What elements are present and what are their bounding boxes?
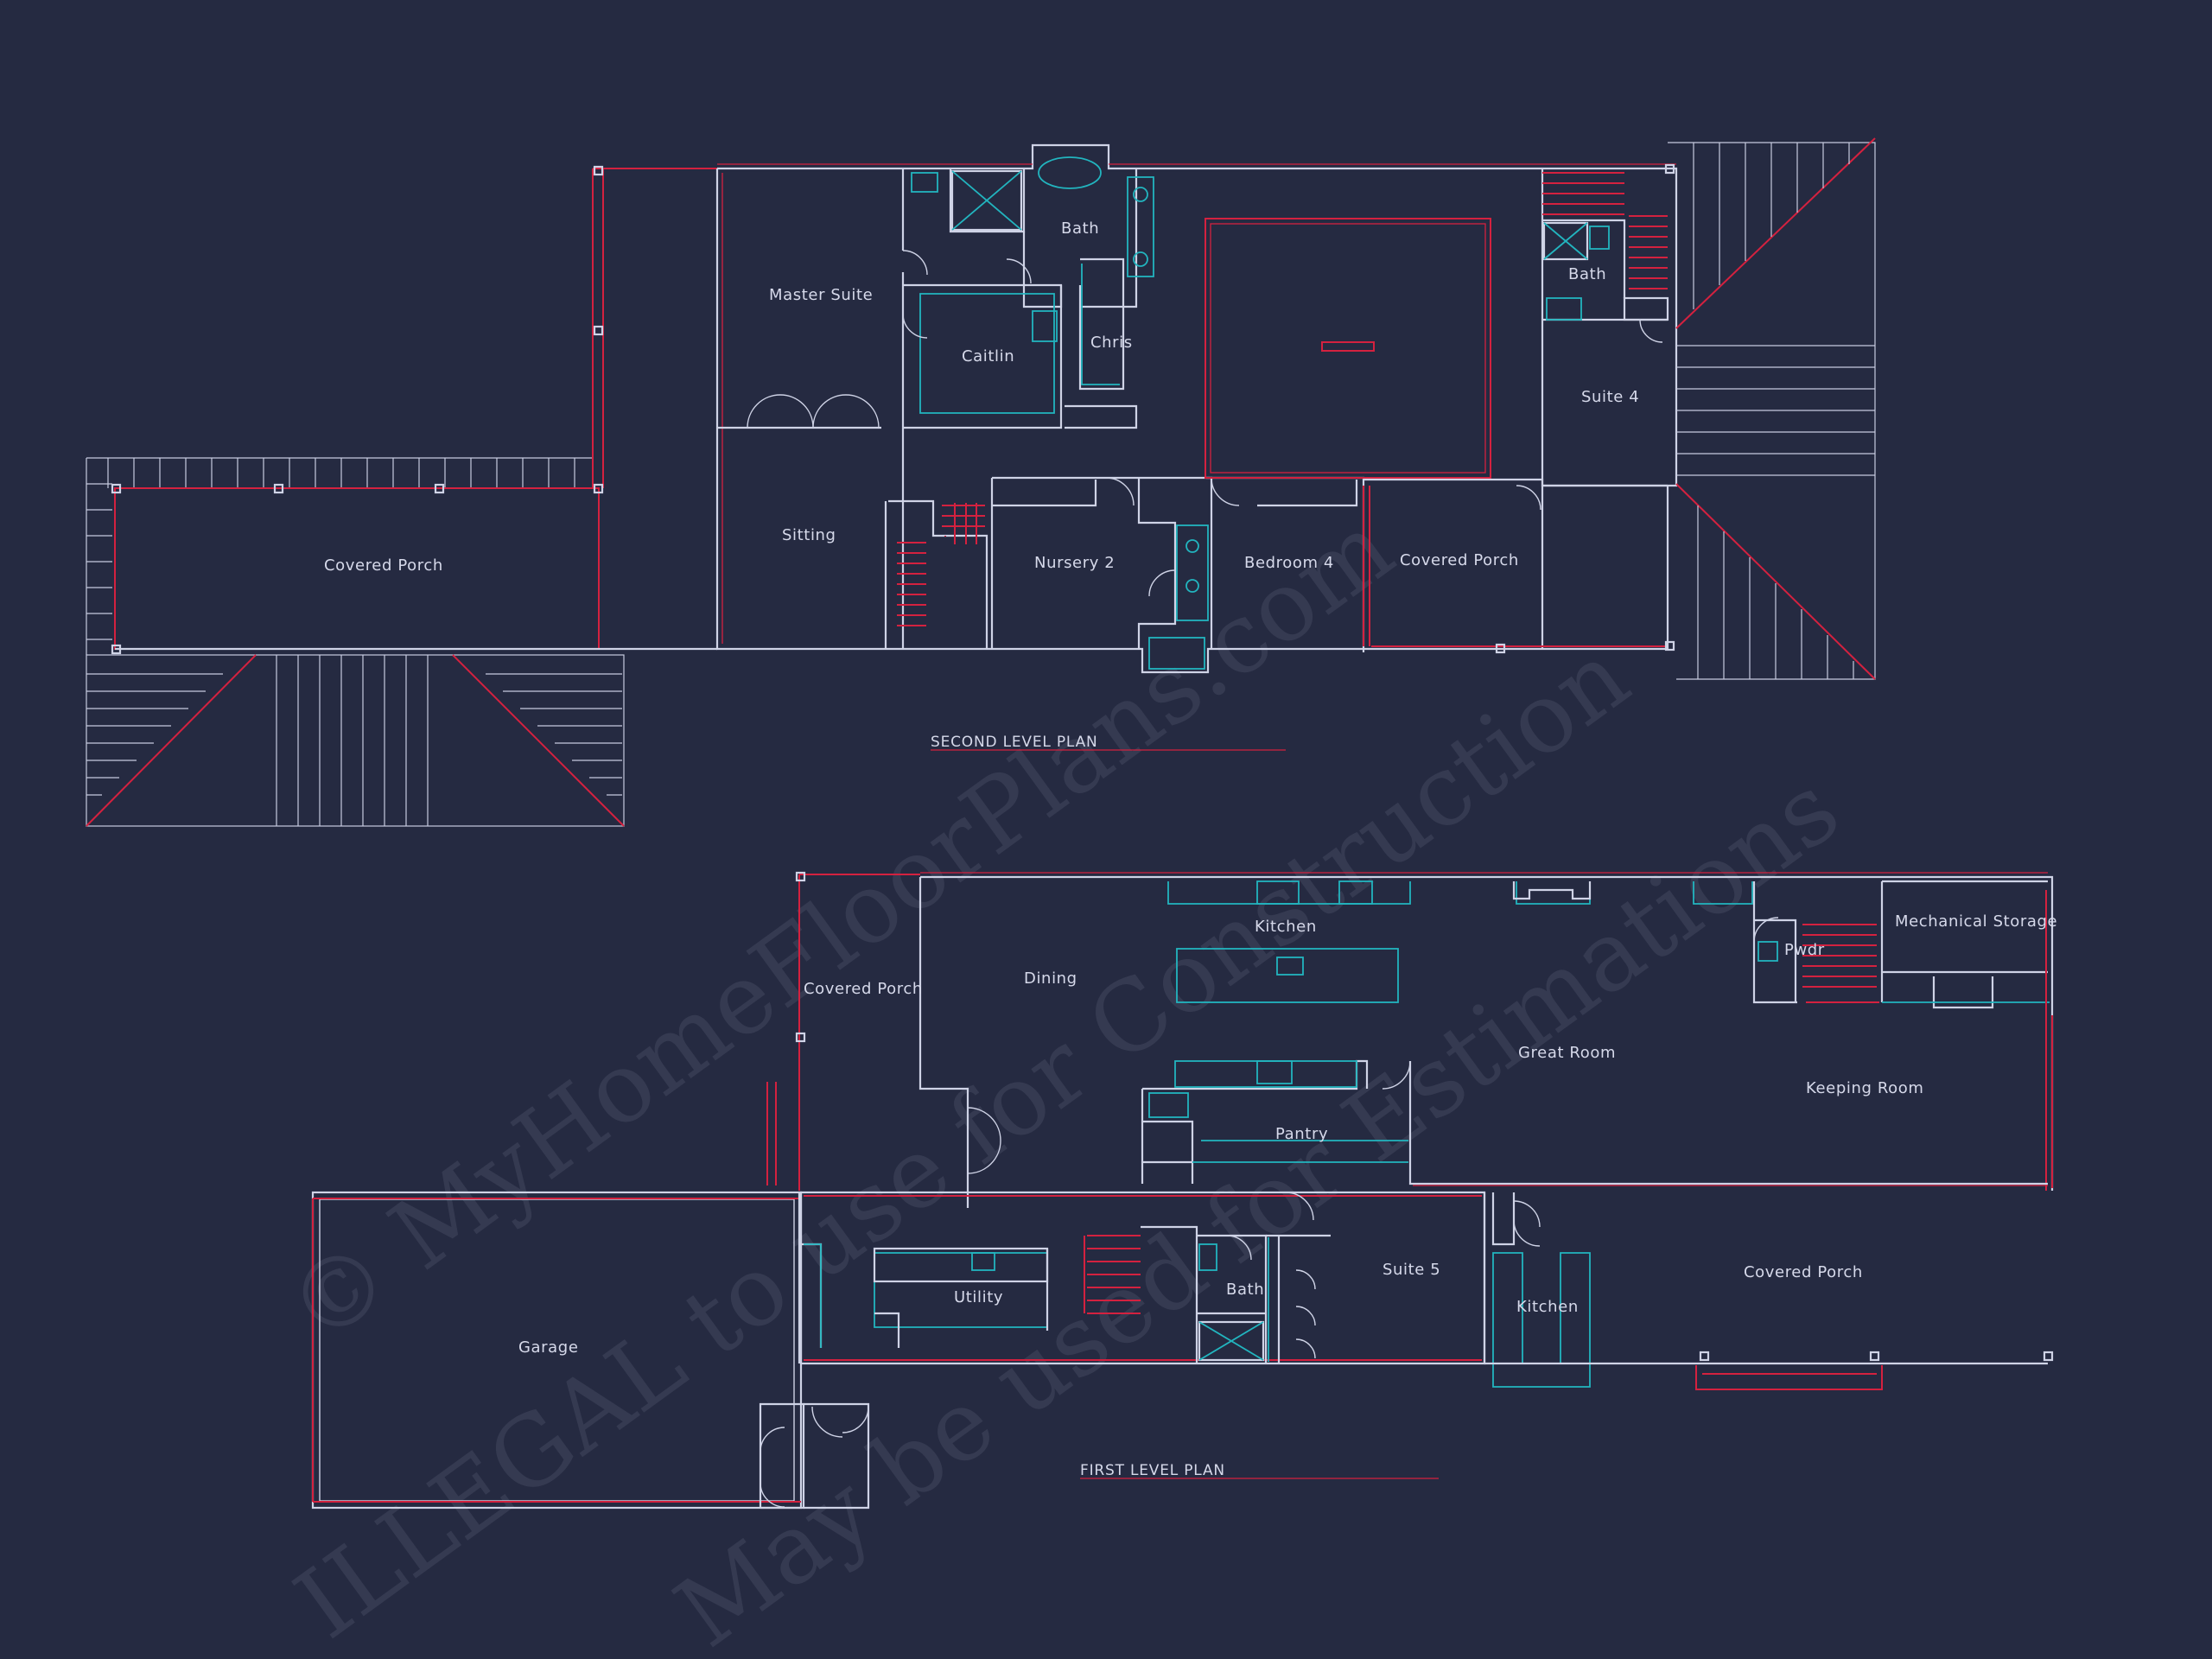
label-bath-lower: Bath (1226, 1281, 1264, 1299)
label-suite-4: Suite 4 (1581, 388, 1639, 406)
first-level-title: FIRST LEVEL PLAN (1080, 1462, 1225, 1479)
label-caitlin: Caitlin (962, 347, 1014, 365)
second-level-title: SECOND LEVEL PLAN (931, 734, 1098, 751)
label-sitting: Sitting (782, 526, 836, 544)
label-covered-porch-upper-right: Covered Porch (1400, 551, 1519, 569)
roof-left (86, 457, 625, 827)
label-nursery: Nursery 2 (1034, 554, 1115, 572)
label-outdoor-kitchen: Kitchen (1516, 1298, 1579, 1316)
label-covered-porch-lower-right: Covered Porch (1744, 1263, 1863, 1281)
label-garage: Garage (518, 1338, 579, 1357)
label-mechanical-storage: Mechanical Storage (1895, 912, 2057, 931)
label-suite-5: Suite 5 (1382, 1261, 1440, 1279)
label-kitchen: Kitchen (1255, 918, 1317, 936)
label-bath-suite: Bath (1568, 265, 1606, 283)
label-bath-master: Bath (1061, 219, 1099, 238)
label-bedroom: Bedroom 4 (1244, 554, 1334, 572)
label-chris: Chris (1090, 334, 1133, 352)
covered-porch-left-upper (111, 165, 717, 655)
label-utility: Utility (954, 1288, 1003, 1306)
watermark: © MyHomeFloorPlans.com ILLEGAL to use fo… (267, 492, 1859, 1659)
garage (311, 1082, 870, 1510)
roof-right (1664, 137, 1876, 680)
label-covered-porch-lower-left: Covered Porch (804, 980, 923, 998)
label-great-room: Great Room (1518, 1044, 1616, 1062)
label-keeping-room: Keeping Room (1806, 1079, 1924, 1097)
labels: Covered Porch Master Suite Bath Caitlin … (324, 219, 2057, 1479)
label-master-suite: Master Suite (769, 286, 873, 304)
upper-house-outline (715, 143, 1678, 674)
label-dining: Dining (1024, 969, 1077, 988)
label-pantry: Pantry (1275, 1125, 1328, 1143)
first-level-plan (311, 871, 2054, 1510)
label-pwdr: Pwdr (1784, 941, 1825, 959)
label-covered-porch-upper-left: Covered Porch (324, 556, 443, 575)
second-level-plan (86, 137, 1876, 827)
